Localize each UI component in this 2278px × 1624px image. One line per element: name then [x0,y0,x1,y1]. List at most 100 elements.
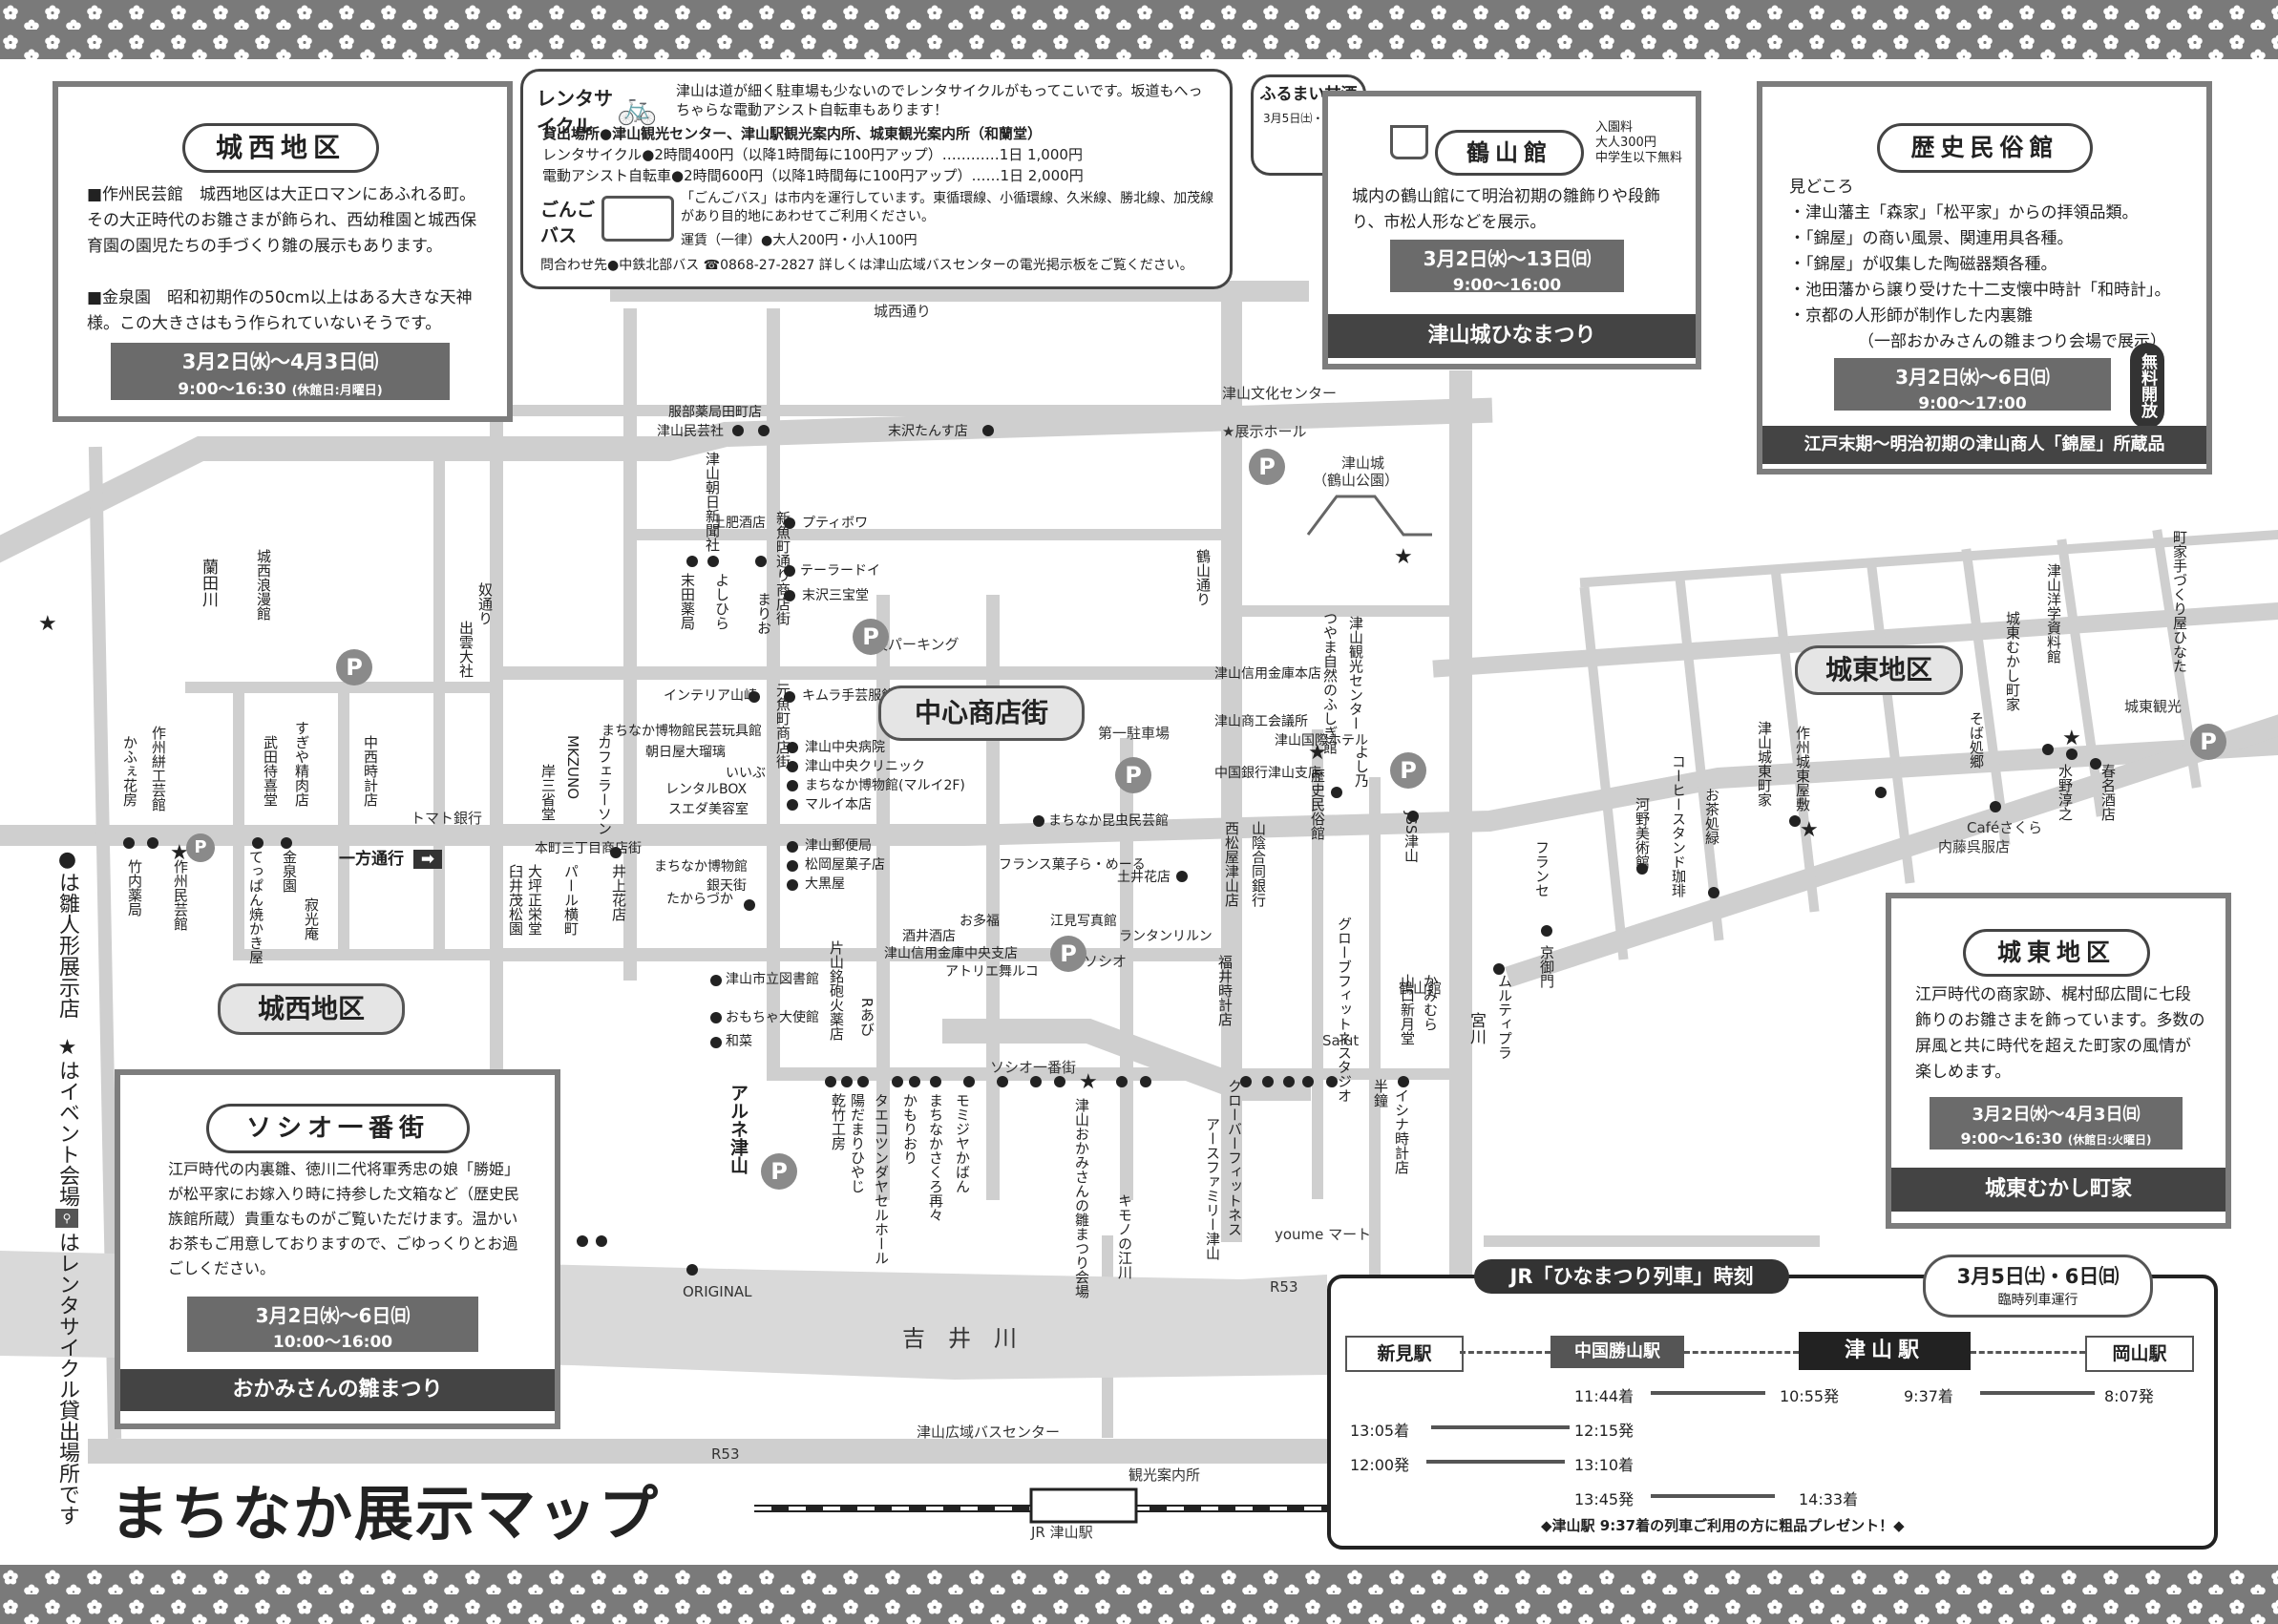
shop-label: アトリエ舞ルコ [945,964,1039,980]
josai-info-panel: 城西地区 ■作州民芸館 城西地区は大正ロマンにあふれる町。その大正時代のお雛さま… [53,81,513,422]
shop-label: 山陰合同銀行 [1250,821,1267,907]
shop-label: プティボワ [802,516,868,531]
item: ・京都の人形師が制作した内裏雛 [1789,306,2033,326]
bicycle-icon: 🚲 [617,89,658,127]
road-joto-south [1505,714,2278,987]
panel-body: 江戸時代の商家跡、梶村邸広間に七段飾りのお雛さまを飾っています。多数の屏風と共に… [1915,985,2205,1082]
panel-body: 江戸時代の内裏雛、徳川二代将軍秀忠の娘「勝姫」が松平家にお嫁入り時に持参した文箱… [168,1160,520,1277]
shop-label: 津山城東町家 [1756,721,1773,807]
time-cell: 8:07発 [2104,1387,2154,1405]
shop-label: タエコツンダヤセルホール [873,1093,890,1265]
panel-title: 城東地区 [1963,929,2150,977]
panel-event: おかみさんの雛まつり [120,1369,555,1411]
timetable-title: JR「ひなまつり列車」時刻 [1474,1259,1789,1294]
rental-normal: レンタサイクル●2時間400円（以降1時間毎に100円アップ）…………1日 1,… [542,146,1083,163]
time-cell: 10:55発 [1780,1387,1840,1405]
joto-kanko-label: 城東観光 [2124,698,2182,715]
arrow-left-icon [1980,1391,2095,1395]
shop-label: キムラ手芸服飾 [802,688,895,704]
parking-chuo: P [853,619,889,655]
youme-label: youme マート [1275,1226,1371,1243]
shop-label: レンタルBOX [665,782,747,797]
panel-event: 城東むかし町家 [1891,1168,2225,1212]
shop-label: 出雲大社 [457,621,475,678]
shop-label: キモノの江川 [1116,1193,1133,1279]
castle-park-label: （鶴山公園） [1313,472,1399,489]
panel-hours: 9:00～16:00 [1452,276,1562,295]
shop-label: マルイ本店 [805,797,872,812]
shop-label: 末沢たんす店 [888,424,968,439]
shop-label: 津山中央クリニック [805,759,925,774]
arrow-left-icon [1651,1391,1765,1395]
panel-body-1: ■作州民芸館 城西地区は大正ロマンにあふれる町。その大正時代のお雛さまが飾られ、… [87,185,477,256]
bus-center-label: 津山広域バスセンター [917,1424,1060,1441]
arrow-left-icon [1431,1425,1570,1429]
shop-label: かもりおり [901,1093,918,1165]
item: ・「錦屋」の商い風景、関連用具各種。 [1789,229,2074,248]
flower-pattern [0,0,2278,59]
shop-label: 町家手づくり屋ひなた [2171,530,2188,673]
shop-label: グローブフィットネスタジオ [1336,917,1353,1103]
shop-label: テーラードイ [800,563,880,579]
shop-label: 城西浪漫館 [255,549,272,621]
station-newmi: 新見駅 [1345,1336,1464,1372]
road-label-r53b: R53 [711,1445,740,1463]
panel-hours: 9:00～17:00 [1918,394,2027,413]
shop-label: パール横町 [562,864,580,936]
item: （一部おかみさんの雛まつり会場で展示） [1858,332,2166,351]
district-label-center: 中心商店街 [878,685,1085,741]
rental-title: レンタサイクル [537,87,613,137]
time-cell: 14:33着 [1799,1490,1859,1508]
cafe-label: Caféさくら [1967,819,2042,836]
shop-label: 末沢三宝堂 [802,588,869,603]
shop-label: 大黒屋 [805,876,845,892]
bicycle-icon: ⚲ [55,1209,78,1228]
shop-label: 江見写真館 [1050,913,1117,929]
time-cell: 13:45発 [1574,1490,1635,1508]
legend-event: ★はイベント会場 [55,1036,79,1207]
timetable-date: 3月5日㈯・6日㈰ 臨時列車運行 [1923,1255,2153,1318]
rental-intro: 津山は道が細く駐車場も少ないのでレンタサイクルがもってこいです。坂道もへっちゃら… [676,82,1203,118]
shop-label: 中西時計店 [362,735,379,807]
shop-label: そば処郷 [1968,711,1985,769]
shop-label: 金泉園 [281,850,298,893]
arrow-right-icon [1426,1460,1565,1464]
legend-rental: はレンタサイクル貸出場所です [55,1232,79,1526]
shop-label: イシナ時計店 [1393,1088,1410,1174]
fee: 入園料大人300円中学生以下無料 [1595,120,1682,166]
shop-label: 末田薬局 [679,573,696,630]
shop-label: 山口新月堂 [1399,974,1416,1045]
shop-label: 作州城東屋敷 [1794,726,1811,812]
shop-label: インテリア山崎 [664,688,757,704]
main-road-north [0,397,1493,563]
sosio-label: ソシオ [1084,953,1127,970]
shop-label: お多福 [960,913,1000,929]
svg-text:★: ★ [1308,741,1327,765]
shop-label: フランセ [1533,840,1550,897]
road-label-miyagawa: 宮川 [1466,1012,1486,1044]
shop-label: ムルティプラ [1496,974,1513,1060]
parking-daiichi: P [1115,757,1151,793]
shop-label: てっぱん焼かき屋 [247,850,264,964]
shop-label: すぎや精肉店 [293,721,310,807]
shop-label: 津山民芸社 [657,424,724,439]
panel-hours: 9:00～16:30 [178,380,286,399]
bus-icon [601,196,674,242]
panel-hours: 9:00～16:30 [1960,1129,2063,1148]
arrow-right-icon: ➡ [412,850,443,869]
bus-title: ごんごバス [540,200,596,246]
shop-label: 本町三丁目商店街 [535,841,642,856]
parking-sosio: P [1050,936,1086,972]
shop-label: 西松屋津山店 [1223,821,1240,907]
road-label-r53a: R53 [1270,1278,1298,1296]
panel-event: 江戸末期～明治初期の津山商人「錦屋」所蔵品 [1762,426,2206,464]
sosio-ichiban-label: ソシオ一番街 [990,1059,1076,1076]
train-timetable: JR「ひなまつり列車」時刻 3月5日㈯・6日㈰ 臨時列車運行 新見駅 中国勝山駅… [1327,1255,2218,1550]
svg-text:★: ★ [170,841,189,865]
shop-label: 津山信用金庫中央支店 [884,945,1018,961]
panel-date-box: 3月2日㈬～4月3日㈰ 9:00～16:30 (休館日:月曜日) [111,343,450,400]
shop-label: ランタンリルン [1119,929,1213,944]
shop-label: 片山銘砲火薬店 [828,940,845,1041]
panel-closed: (休館日:火曜日) [2067,1133,2152,1147]
